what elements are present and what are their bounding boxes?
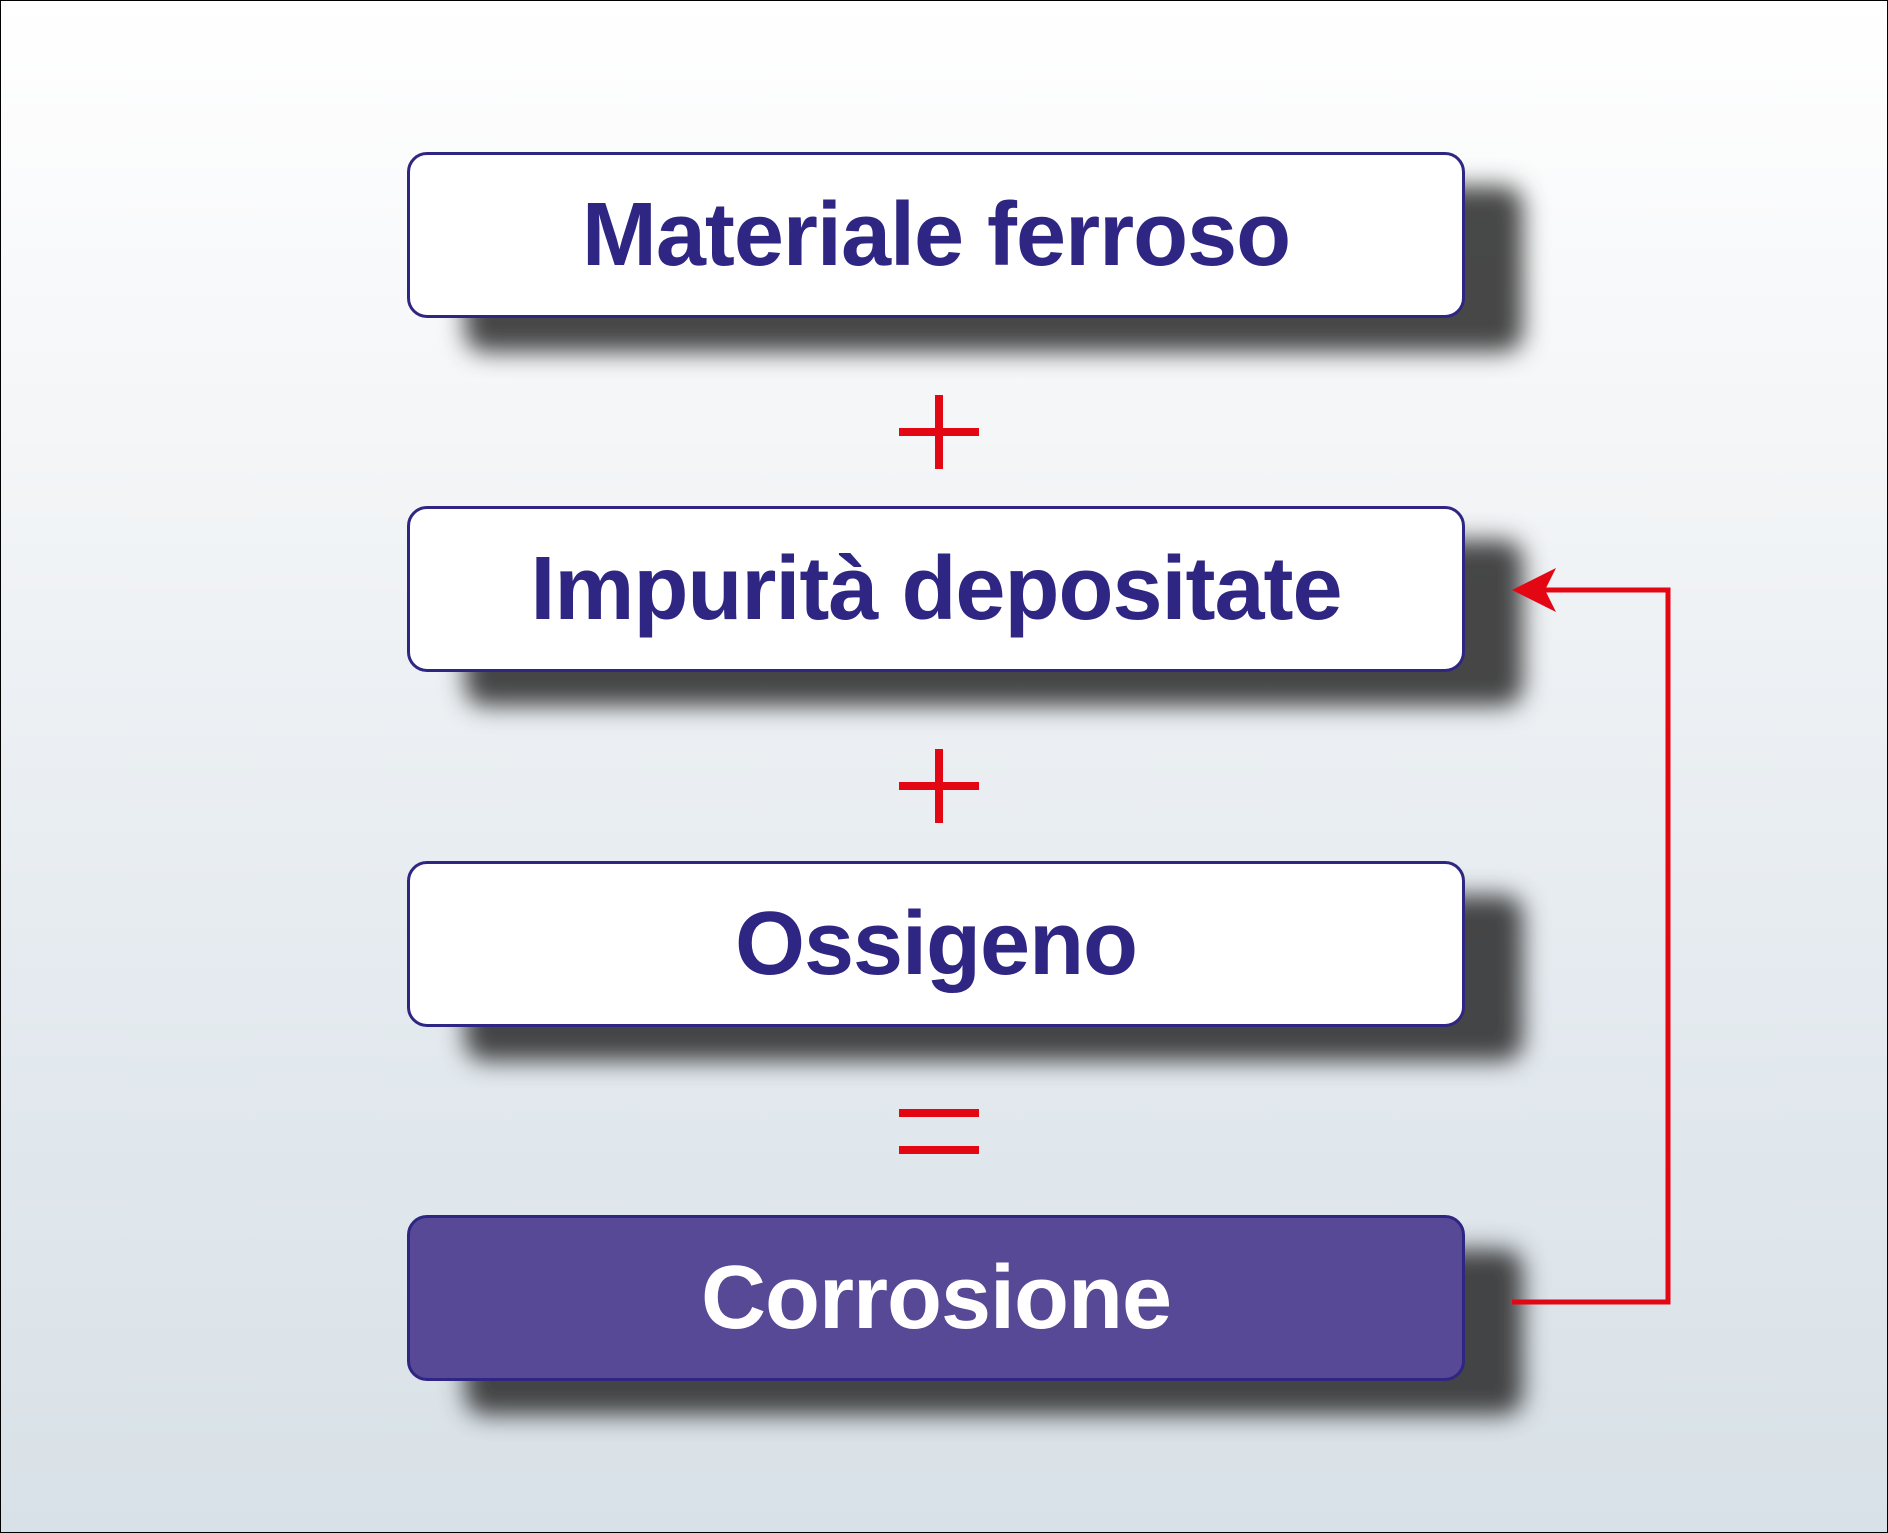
box-label-corrosione: Corrosione — [700, 1247, 1172, 1348]
equals-operator — [899, 1109, 979, 1154]
feedback-arrow-head-icon — [1512, 568, 1556, 612]
plus-operator-1 — [899, 395, 979, 469]
box-label-materiale-ferroso: Materiale ferroso — [581, 184, 1291, 285]
box-corrosione: Corrosione — [407, 1215, 1465, 1381]
box-label-impurita-depositate: Impurità depositate — [530, 538, 1342, 639]
box-materiale-ferroso: Materiale ferroso — [407, 152, 1465, 318]
box-impurita-depositate: Impurità depositate — [407, 506, 1465, 672]
plus-operator-2 — [899, 749, 979, 823]
feedback-arrow-line — [1512, 587, 1671, 1305]
box-ossigeno: Ossigeno — [407, 861, 1465, 1027]
box-label-ossigeno: Ossigeno — [734, 893, 1138, 994]
